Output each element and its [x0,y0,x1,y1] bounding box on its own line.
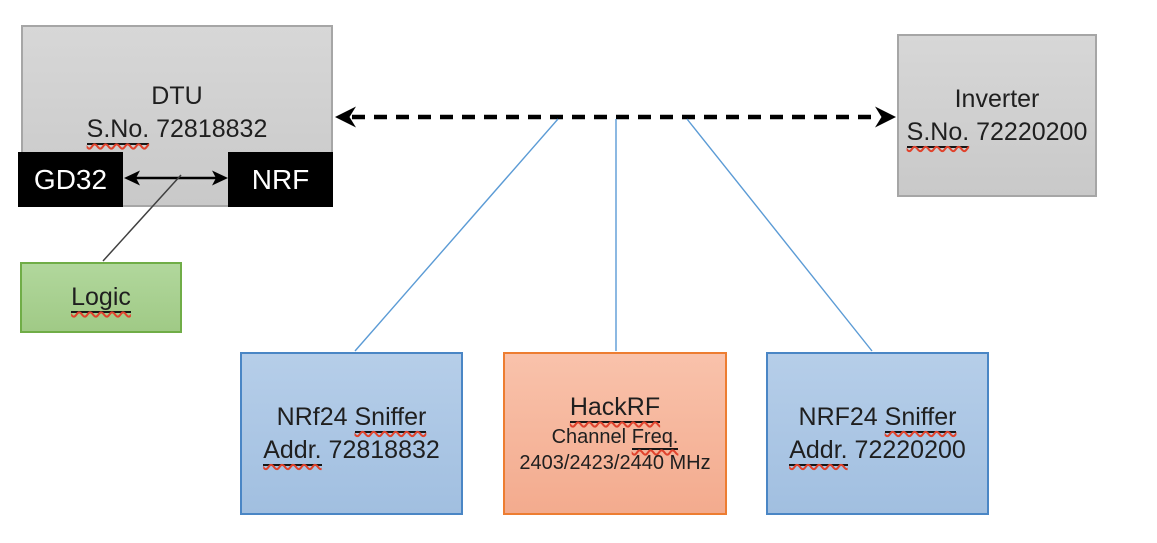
hackrf-box: HackRF Channel Freq. 2403/2423/2440 MHz [503,352,727,515]
inverter-box: Inverter S.No. 72220200 [897,34,1097,197]
sniffer-left-name: NRf24 Sniffer [277,401,427,434]
gd32-chip: GD32 [18,152,123,207]
sniffer-right-box: NRF24 Sniffer Addr. 72220200 [766,352,989,515]
sniffer-right-addr-number: 72220200 [854,435,966,464]
inverter-serial-number: 72220200 [976,117,1088,146]
dashed-arrowhead-left-icon [335,106,356,128]
nrf-chip: NRF [228,152,333,207]
inverter-title: Inverter [954,84,1040,113]
dashed-arrowhead-right-icon [875,106,896,128]
sniffer-right-addr-prefix: Addr. [789,435,848,466]
hackrf-channel-prefix: Channel [551,426,627,448]
sniffer-left-addr: Addr. 72818832 [263,434,440,467]
sniffer-left-name-word: Sniffer [354,402,427,433]
sniffer-right-name-word: Sniffer [884,402,957,433]
hackrf-title-line: HackRF [569,391,661,424]
sniffer-left-addr-prefix: Addr. [263,435,322,466]
gd32-label: GD32 [33,163,108,195]
hackrf-channel-line: Channel Freq. [552,424,679,450]
hackrf-frequencies: 2403/2423/2440 MHz [519,452,711,474]
hackrf-title: HackRF [569,393,661,423]
sniffer-right-addr: Addr. 72220200 [789,434,966,467]
nrf-label: NRF [251,163,310,195]
inverter-serial-prefix: S.No. [906,117,970,148]
logic-label-line: Logic [71,281,131,314]
connector-line-sniffer-left [354,118,559,352]
sniffer-right-name: NRF24 Sniffer [799,401,957,434]
dtu-serial: S.No. 72818832 [86,113,268,146]
sniffer-left-name-prefix: NRf24 [276,402,348,431]
logic-label: Logic [71,283,131,313]
dtu-title: DTU [151,82,203,110]
connector-line-sniffer-right [686,118,873,352]
sniffer-left-addr-number: 72818832 [328,435,440,464]
dtu-serial-prefix: S.No. [86,115,150,145]
logic-box: Logic [20,262,182,333]
sniffer-left-box: NRf24 Sniffer Addr. 72818832 [240,352,463,515]
hackrf-channel-word: Freq. [631,426,679,450]
dtu-serial-number: 72818832 [156,115,268,143]
sniffer-right-name-prefix: NRF24 [798,402,878,431]
inverter-serial: S.No. 72220200 [906,116,1088,149]
